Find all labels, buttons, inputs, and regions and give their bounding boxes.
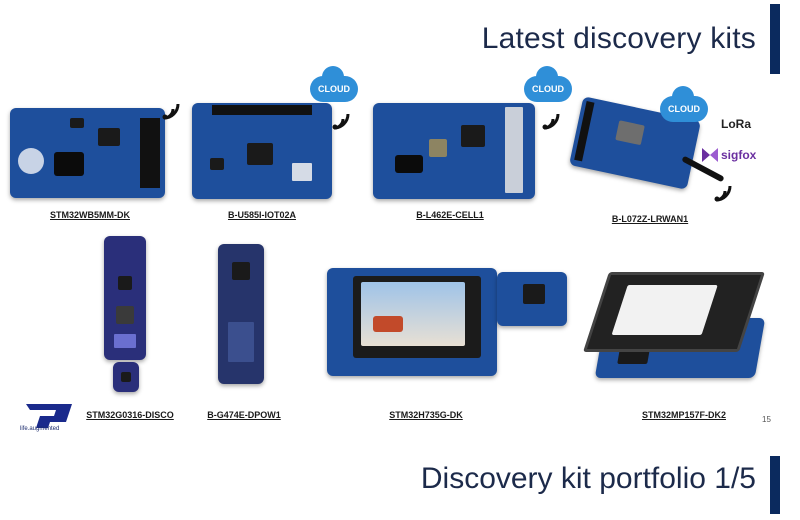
kit-board-b-l462e-cell1	[373, 103, 535, 199]
kit-board-b-g474e-dpow1	[218, 244, 264, 384]
cloud-badge: CLOUD	[524, 66, 572, 102]
page-number: 15	[762, 415, 771, 424]
wireless-icon	[162, 103, 180, 120]
kit-label[interactable]: STM32MP157F-DK2	[641, 410, 727, 420]
kit-board-stm32h735g-dk-addon	[497, 272, 567, 326]
bottom-accent-bar	[770, 456, 780, 514]
kit-label[interactable]: B-U585I-IOT02A	[227, 210, 297, 220]
kit-board-b-u585i-iot02a	[192, 103, 332, 199]
sigfox-icon	[702, 148, 718, 162]
kit-board-stm32g0316-disco	[104, 236, 146, 360]
cloud-badge: CLOUD	[660, 86, 708, 122]
kit-label[interactable]: B-L462E-CELL1	[416, 210, 484, 220]
wireless-icon	[542, 113, 560, 130]
kit-board-stm32g0316-disco-addon	[113, 362, 139, 392]
sigfox-logo: sigfox	[702, 148, 756, 162]
slide-title: Latest discovery kits	[481, 22, 756, 55]
logo-tagline: life.augmented	[20, 426, 60, 432]
kit-label[interactable]: STM32G0316-DISCO	[86, 410, 174, 420]
wireless-icon	[332, 113, 350, 130]
st-logo	[26, 404, 72, 428]
slide-subtitle: Discovery kit portfolio 1/5	[420, 462, 756, 495]
lora-logo: LoRa	[721, 117, 751, 131]
touchscreen	[583, 272, 765, 352]
top-accent-bar	[770, 4, 780, 74]
kit-label[interactable]: STM32WB5MM-DK	[50, 210, 130, 220]
kit-board-stm32wb5mm-dk	[10, 108, 165, 198]
wireless-icon	[714, 185, 732, 202]
cloud-badge: CLOUD	[310, 66, 358, 102]
kit-label[interactable]: B-L072Z-LRWAN1	[611, 214, 689, 224]
kit-label[interactable]: B-G474E-DPOW1	[207, 410, 281, 420]
kit-label[interactable]: STM32H735G-DK	[389, 410, 463, 420]
kit-board-stm32h735g-dk	[327, 268, 497, 376]
